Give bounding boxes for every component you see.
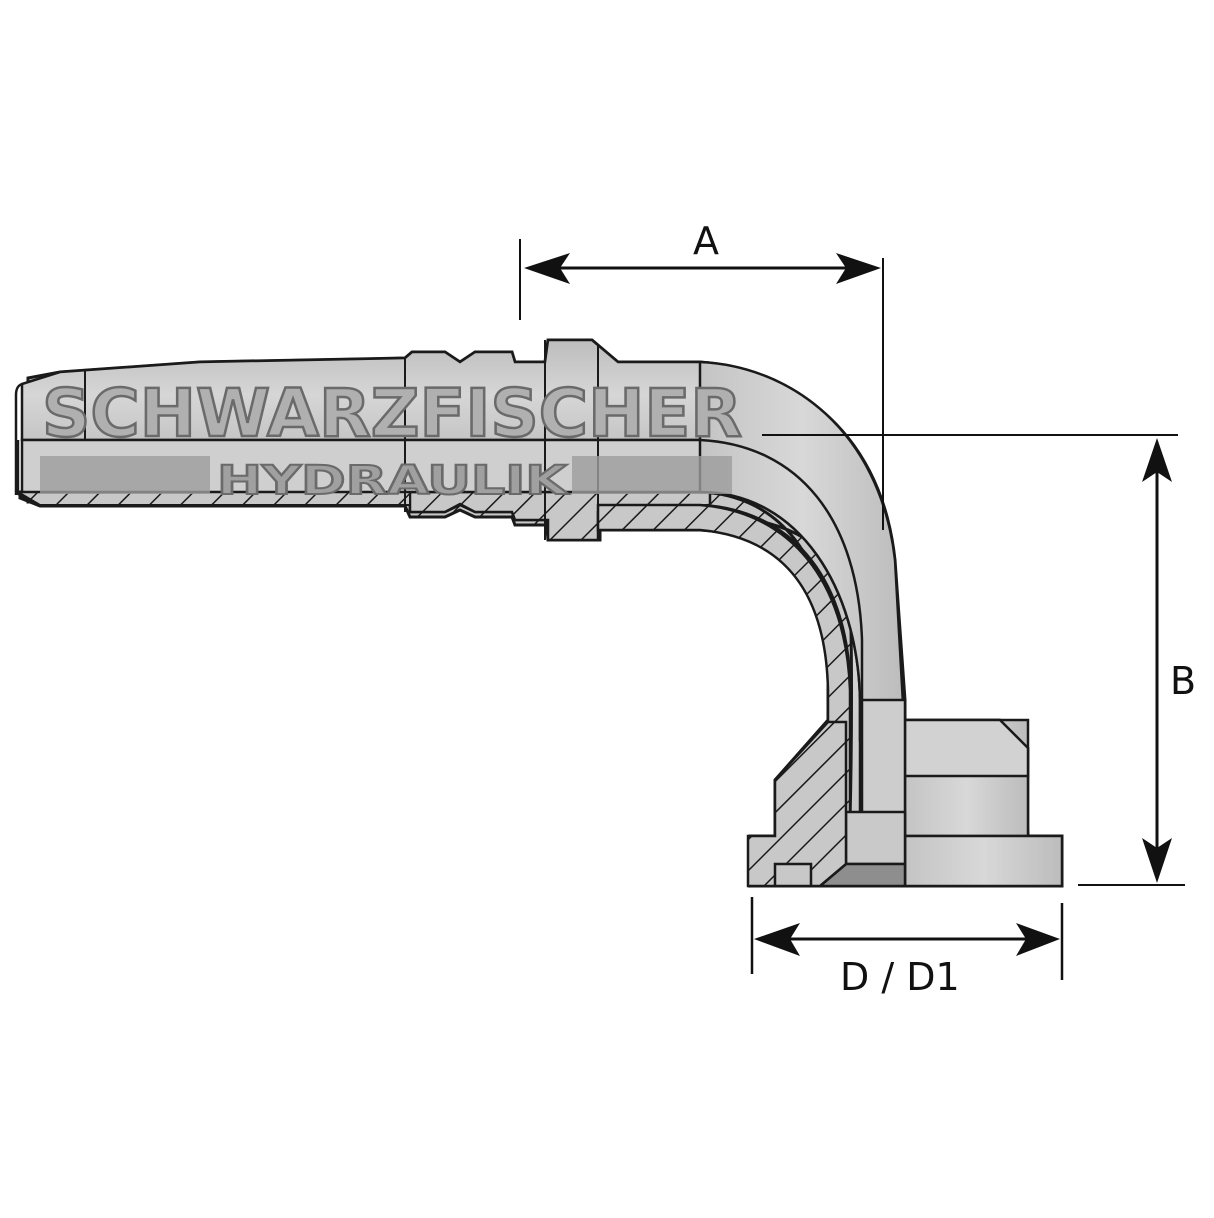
watermark-bar-right	[572, 456, 732, 494]
flange-section-hatch	[746, 720, 848, 888]
fitting-body	[0, 338, 1064, 1214]
dimension-label-b: B	[1170, 659, 1197, 703]
arrow-down-icon	[1142, 838, 1172, 883]
dimension-label-a: A	[693, 219, 719, 263]
arrow-up-icon	[1142, 438, 1172, 482]
watermark-line2: HYDRAULIK	[217, 458, 570, 504]
watermark-line1: SCHWARZFISCHER	[42, 375, 742, 452]
arrow-right-icon	[836, 253, 881, 284]
seal-groove-step	[844, 810, 907, 866]
o-ring-groove	[773, 862, 813, 888]
arrow-left-icon	[524, 253, 570, 284]
dimension-label-d: D / D1	[840, 955, 960, 999]
arrow-right-icon	[1016, 923, 1060, 956]
dimension-d	[750, 897, 1064, 980]
bore-cutout	[0, 530, 829, 1214]
watermark-bar-left	[40, 456, 210, 494]
flange-face	[903, 834, 1064, 888]
dimension-a	[519, 239, 884, 530]
arrow-left-icon	[754, 923, 800, 956]
watermark: SCHWARZFISCHER HYDRAULIK	[40, 374, 743, 505]
dimension-b	[762, 434, 1185, 886]
